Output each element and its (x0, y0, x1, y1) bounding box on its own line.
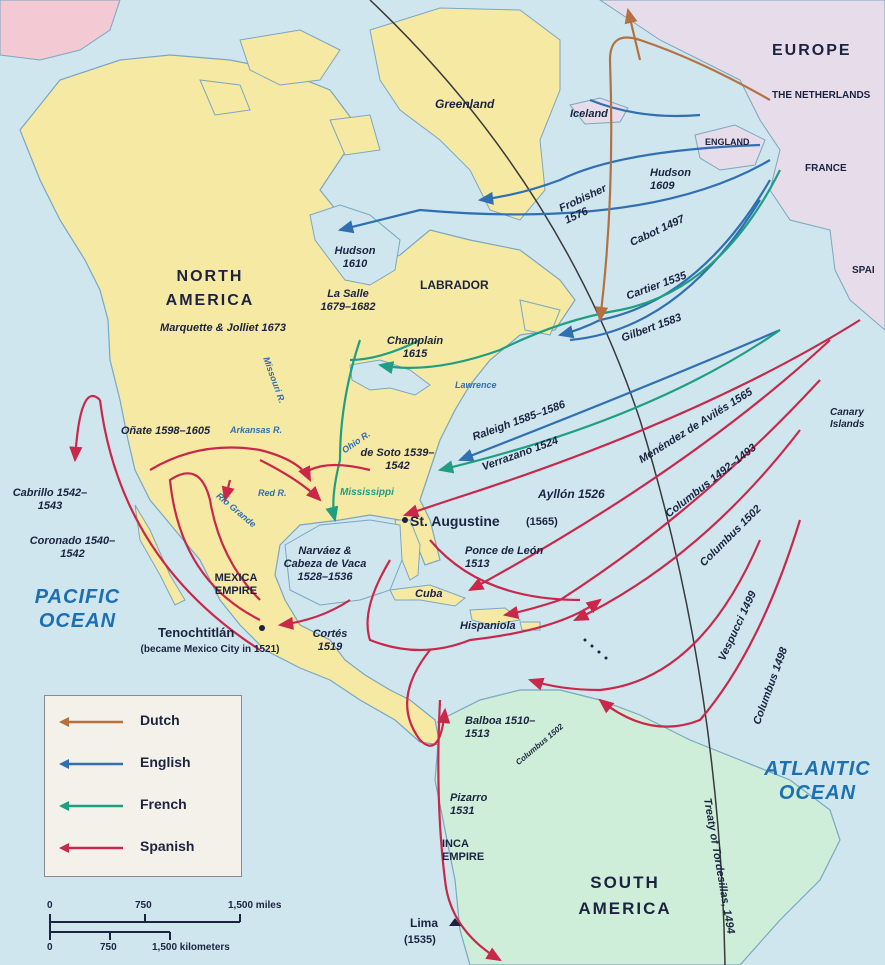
label-red-river: Red R. (258, 488, 287, 498)
iceland (569, 97, 629, 125)
label-ayllon: Ayllón 1526 (538, 487, 605, 501)
south-america-landmass (434, 689, 841, 965)
label-hudson-1609: Hudson 1609 (650, 167, 691, 192)
legend-label-spanish: Spanish (140, 838, 195, 854)
dutch-routes (595, 7, 771, 323)
label-mississippi: Mississippi (340, 487, 394, 498)
label-balboa: Balboa 1510–1513 (465, 715, 536, 740)
label-south-america: SOUTH AMERICA (578, 873, 672, 918)
label-hispaniola: Hispaniola (460, 620, 516, 632)
hudson-bay (309, 204, 401, 286)
label-inca-empire: INCA EMPIRE (442, 838, 485, 863)
scale-miles-750: 750 (135, 900, 152, 911)
spanish-arrow-icon (59, 843, 123, 853)
legend-label-french: French (140, 796, 187, 812)
english-arrow-icon (59, 759, 123, 769)
label-st-augustine-year: (1565) (526, 516, 558, 528)
tenochtitlan-marker (259, 625, 265, 631)
map-legend: Dutch English French Spanish (44, 695, 242, 877)
english-routes (337, 98, 781, 462)
label-cabrillo: Cabrillo 1542–1543 (12, 487, 88, 512)
label-lawrence: Lawrence (455, 380, 497, 390)
label-mexica-empire: MEXICA EMPIRE (214, 572, 258, 597)
label-england: ENGLAND (705, 137, 750, 147)
label-tenochtitlan: Tenochtitlán (158, 625, 235, 640)
french-routes (325, 169, 781, 523)
cuba (389, 584, 467, 607)
label-atlantic-ocean: ATLANTIC OCEAN (764, 758, 871, 804)
asia-landmass (0, 0, 121, 61)
label-tenochtitlan-note: (became Mexico City in 1521) (140, 644, 280, 655)
legend-item-spanish: Spanish (45, 834, 241, 864)
scale-bar-graphic (49, 914, 241, 940)
label-narvaez: Narváez & Cabeza de Vaca 1528–1536 (283, 545, 367, 583)
legend-item-french: French (45, 792, 241, 822)
gulf-of-mexico (284, 519, 403, 606)
legend-item-english: English (45, 750, 241, 780)
legend-label-english: English (140, 754, 191, 770)
label-pizarro: Pizarro 1531 (450, 792, 488, 817)
label-spain: SPAI (852, 265, 875, 276)
label-lima-year: (1535) (404, 934, 436, 946)
label-greenland: Greenland (435, 97, 495, 111)
st-augustine-marker (402, 517, 408, 523)
scale-miles-1500: 1,500 miles (228, 900, 282, 911)
legend-item-dutch: Dutch (45, 708, 241, 738)
legend-label-dutch: Dutch (140, 712, 180, 728)
scale-miles-0: 0 (47, 900, 53, 911)
label-arkansas-river: Arkansas R. (230, 425, 283, 435)
label-canary-islands: Canary Islands (830, 407, 865, 430)
label-onate: Oñate 1598–1605 (120, 425, 211, 437)
label-netherlands: THE NETHERLANDS (772, 90, 871, 101)
label-champlain: Champlain 1615 (386, 335, 444, 360)
label-ponce-de-leon: Ponce de León 1513 (465, 545, 544, 570)
scale-bar: 0 750 1,500 miles 0 750 1,500 kilometers (40, 900, 340, 960)
label-lima: Lima (410, 916, 439, 930)
label-st-augustine: St. Augustine (410, 513, 500, 529)
lima-marker (449, 918, 461, 926)
scale-km-0: 0 (47, 942, 53, 953)
label-iceland: Iceland (570, 108, 608, 120)
label-de-soto: de Soto 1539–1542 (360, 447, 435, 472)
arctic-islands (239, 29, 341, 86)
label-europe: EUROPE (772, 42, 852, 59)
spanish-routes (69, 319, 861, 962)
label-coronado: Coronado 1540–1542 (29, 535, 116, 560)
label-cuba: Cuba (415, 588, 443, 600)
greenland-landmass (369, 7, 561, 221)
label-north-america: NORTH AMERICA (165, 268, 255, 309)
scale-km-750: 750 (100, 942, 117, 953)
baja-california (134, 504, 186, 606)
label-cortes: Cortés 1519 (312, 628, 348, 653)
label-marquette-jolliet: Marquette & Jolliet 1673 (160, 322, 286, 334)
dutch-arrow-icon (59, 717, 123, 727)
tordesillas-line (369, 0, 726, 965)
label-labrador: LABRADOR (420, 278, 489, 292)
label-pacific-ocean: PACIFIC OCEAN (34, 586, 121, 632)
french-arrow-icon (59, 801, 123, 811)
label-france: FRANCE (805, 163, 847, 174)
scale-km-1500: 1,500 kilometers (152, 942, 230, 953)
label-hudson-1610: Hudson 1610 (334, 245, 376, 270)
label-la-salle: La Salle 1679–1682 (320, 288, 376, 313)
